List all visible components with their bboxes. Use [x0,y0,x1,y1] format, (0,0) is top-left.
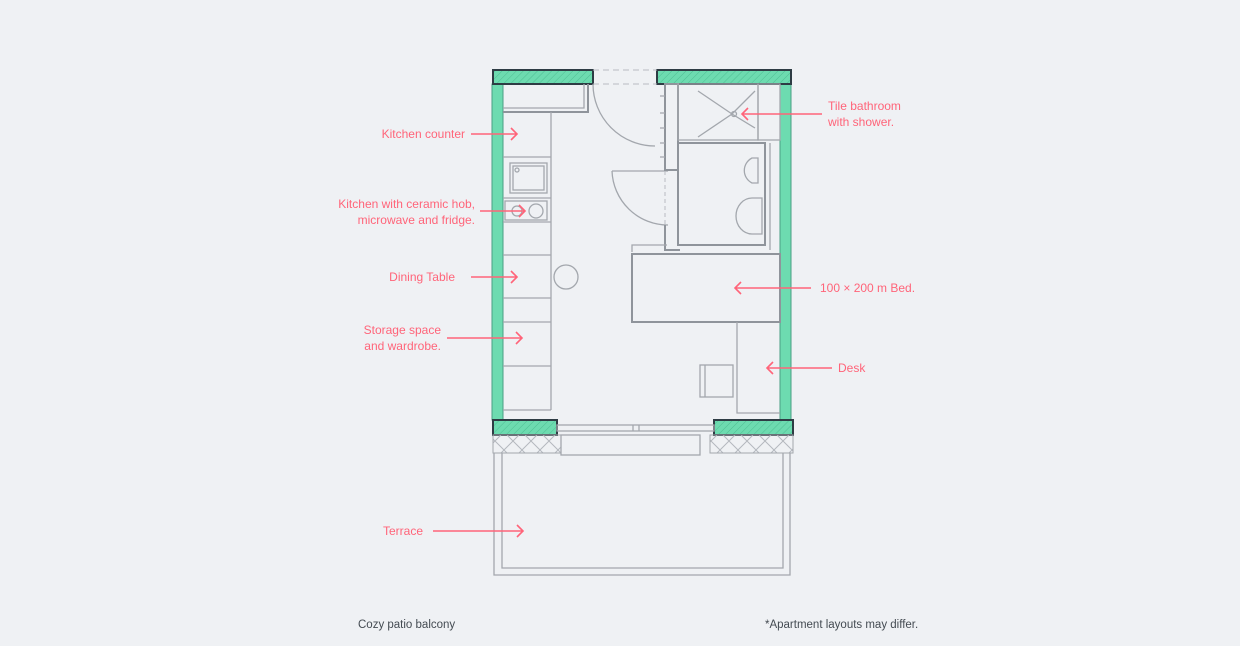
annotation-kitchen: Kitchen with ceramic hob, microwave and … [338,197,527,227]
basin-icon [735,197,763,235]
label-storage-line2: and wardrobe. [364,339,441,353]
dining-table-icon [553,264,579,290]
exterior-walls [491,69,794,454]
annotation-bathroom: Tile bathroom with shower. [740,99,901,129]
arrow-left-icon [740,107,822,121]
arrow-left-icon [765,361,832,375]
annotation-dining-table: Dining Table [389,270,519,284]
terrace [493,453,791,576]
chair-icon [699,364,734,398]
arrow-right-icon [480,204,527,218]
arrow-right-icon [433,524,525,538]
disclaimer: *Apartment layouts may differ. [765,619,918,631]
label-terrace: Terrace [383,524,423,538]
label-desk: Desk [838,361,866,375]
desk-icon [736,322,780,414]
toilet-icon [743,157,759,184]
annotation-storage: Storage space and wardrobe. [364,323,524,353]
bathroom [660,83,781,251]
bedroom-furniture [631,244,781,414]
shower-icon [677,83,759,141]
label-bathroom-line2: with shower. [827,115,894,129]
arrow-right-icon [471,270,519,284]
label-kitchen-line1: Kitchen with ceramic hob, [338,197,475,211]
window [556,424,715,456]
caption-left: Cozy patio balcony [358,619,455,631]
label-bathroom-line1: Tile bathroom [828,99,901,113]
label-bed: 100 × 200 m Bed. [820,281,915,295]
arrow-right-icon [471,127,519,141]
label-storage-line1: Storage space [364,323,442,337]
arrow-left-icon [733,281,811,295]
label-kitchen-line2: microwave and fridge. [358,213,475,227]
sink-icon [509,162,548,194]
annotation-desk: Desk [765,361,866,375]
annotation-bed: 100 × 200 m Bed. [733,281,915,295]
annotation-kitchen-counter: Kitchen counter [382,127,519,141]
annotation-terrace: Terrace [383,524,525,538]
arrow-right-icon [447,331,524,345]
label-dining-table: Dining Table [389,270,455,284]
label-kitchen-counter: Kitchen counter [382,127,465,141]
